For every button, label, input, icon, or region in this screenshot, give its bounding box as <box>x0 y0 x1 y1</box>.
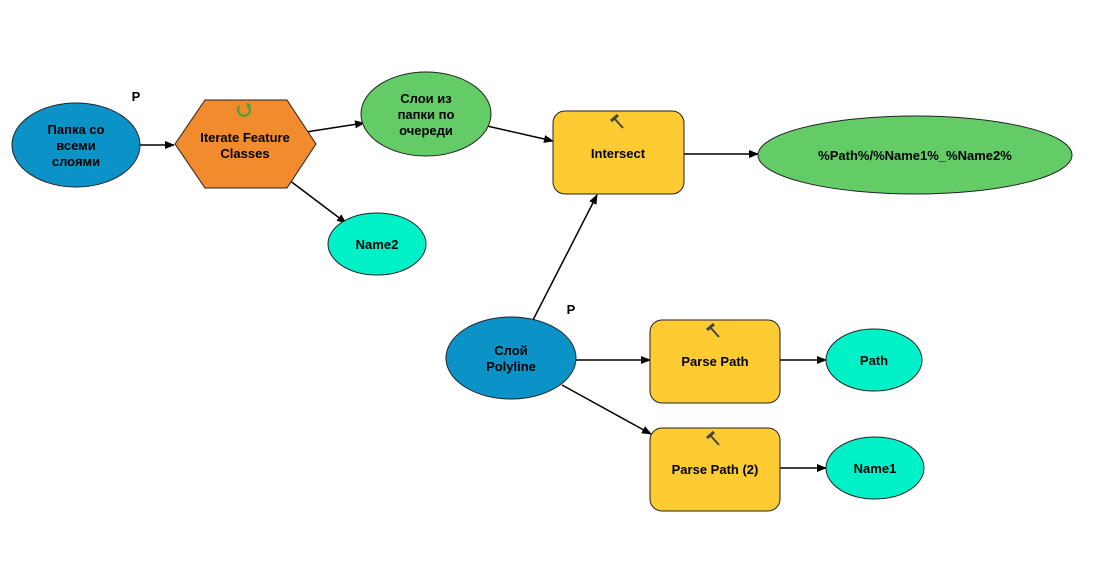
node-name2[interactable]: Name2 <box>327 212 427 276</box>
connectors <box>139 120 827 472</box>
label-line: Classes <box>220 146 269 161</box>
label-line: слоями <box>52 154 100 169</box>
label-line: Папка со <box>48 122 105 137</box>
connector-polyline-to-intersect[interactable] <box>532 194 598 321</box>
label-line: папки по <box>398 107 455 122</box>
refresh-icon <box>237 103 251 117</box>
node-intersect[interactable]: Intersect <box>552 110 685 195</box>
label-line: Слои из <box>400 91 452 106</box>
label-line: Parse Path <box>681 354 748 369</box>
connector-iterate-to-layers[interactable] <box>305 120 365 133</box>
parameter-flag-polyline: P <box>567 302 576 317</box>
node-name1-label: Name1 <box>854 461 897 476</box>
label-line: Слой <box>494 343 527 358</box>
node-output[interactable]: %Path%/%Name1%_%Name2% <box>757 115 1073 195</box>
node-parse-path-label: Parse Path <box>681 354 748 369</box>
hammer-icon <box>706 322 720 338</box>
label-line: Polyline <box>486 359 536 374</box>
hammer-icon <box>706 430 720 446</box>
label-line: всеми <box>56 138 96 153</box>
node-parse-path[interactable]: Parse Path <box>649 319 781 404</box>
node-name2-label: Name2 <box>356 237 399 252</box>
node-path-label: Path <box>860 353 888 368</box>
label-line: %Path%/%Name1%_%Name2% <box>818 148 1012 163</box>
node-path[interactable]: Path <box>825 328 923 392</box>
connector-polyline-to-parsepath2[interactable] <box>561 384 652 435</box>
node-name1[interactable]: Name1 <box>825 436 925 500</box>
label-line: Name2 <box>356 237 399 252</box>
node-parse-path-2-label: Parse Path (2) <box>672 462 759 477</box>
hammer-icon <box>610 113 624 129</box>
connector-layers-to-intersect[interactable] <box>486 125 554 143</box>
label-line: Name1 <box>854 461 897 476</box>
label-line: Parse Path (2) <box>672 462 759 477</box>
connector-iterate-to-name2[interactable] <box>288 179 347 224</box>
label-line: Intersect <box>591 146 646 161</box>
label-line: Path <box>860 353 888 368</box>
node-parse-path-2[interactable]: Parse Path (2) <box>649 427 781 512</box>
node-intersect-label: Intersect <box>591 146 646 161</box>
node-output-label: %Path%/%Name1%_%Name2% <box>818 148 1012 163</box>
parameter-flag-folder: P <box>132 89 141 104</box>
label-line: очереди <box>399 123 453 138</box>
label-line: Iterate Feature <box>200 130 290 145</box>
